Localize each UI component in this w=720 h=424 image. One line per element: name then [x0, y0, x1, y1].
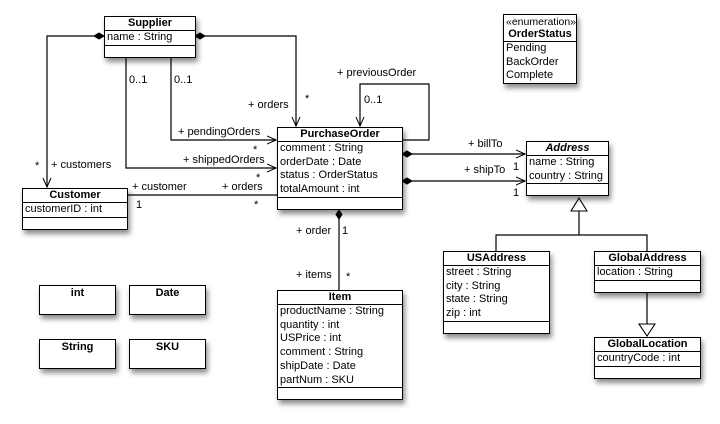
composition-diamond-icon: [335, 209, 343, 220]
role-label: + shippedOrders: [183, 154, 265, 166]
class-name: «enumeration» OrderStatus: [504, 15, 576, 42]
primitive-sku[interactable]: SKU: [129, 339, 206, 369]
class-purchase-order[interactable]: PurchaseOrder comment : String orderDate…: [277, 127, 403, 210]
class-name: USAddress: [444, 252, 549, 266]
class-address[interactable]: Address name : String country : String: [526, 141, 609, 197]
role-label: + billTo: [468, 138, 503, 150]
class-name: Supplier: [105, 17, 195, 31]
attribute: name : String: [107, 31, 173, 43]
role-label: + customers: [51, 159, 112, 171]
multiplicity-label: *: [305, 93, 310, 105]
attribute: partNum : SKU: [280, 373, 354, 386]
role-label: + previousOrder: [337, 67, 417, 79]
role-label: + order: [296, 225, 332, 237]
composition-diamond-icon: [401, 177, 413, 185]
attribute: comment : String: [280, 346, 364, 359]
attribute: zip : int: [446, 307, 481, 320]
role-label: + shipTo: [464, 164, 506, 176]
multiplicity-label: 1: [513, 187, 520, 199]
enum-order-status[interactable]: «enumeration» OrderStatus Pending BackOr…: [503, 14, 577, 85]
operations-compartment: [595, 281, 700, 292]
class-global-location[interactable]: GlobalLocation countryCode : int: [594, 337, 701, 379]
generalization-address: [495, 211, 648, 251]
attribute: comment : String: [280, 142, 364, 154]
operations-compartment: [278, 198, 402, 209]
attribute: customerID : int: [25, 203, 103, 215]
attribute: state : String: [446, 293, 508, 306]
role-label: + orders: [248, 99, 289, 111]
primitive-int[interactable]: int: [39, 285, 116, 315]
role-label: + items: [296, 269, 332, 281]
multiplicity-label: *: [256, 172, 261, 184]
enum-literal: Pending: [506, 42, 547, 54]
multiplicity-label: *: [35, 160, 40, 172]
role-label: + pendingOrders: [178, 126, 261, 138]
multiplicity-label: 0..1: [174, 74, 193, 86]
operations-compartment: [527, 184, 608, 195]
attribute: totalAmount : int: [280, 183, 360, 196]
multiplicity-label: *: [253, 144, 258, 156]
class-name: Address: [527, 142, 608, 156]
attribute: quantity : int: [280, 318, 340, 331]
generalization-triangle-icon: [570, 196, 588, 212]
assoc-previous-order: [360, 83, 430, 141]
attribute: location : String: [597, 266, 673, 278]
assoc-shipped-orders: [125, 57, 276, 168]
composition-diamond-icon: [194, 32, 206, 40]
primitive-date[interactable]: Date: [129, 285, 206, 315]
multiplicity-label: *: [346, 271, 351, 283]
class-name: Item: [278, 291, 402, 305]
role-label: + customer: [132, 181, 187, 193]
assoc-supplier-orders: [201, 35, 296, 126]
class-global-address[interactable]: GlobalAddress location : String: [594, 251, 701, 293]
multiplicity-label: 0..1: [129, 74, 148, 86]
assoc-supplier-customers: [47, 35, 98, 187]
enum-name: OrderStatus: [508, 28, 572, 40]
operations-compartment: [105, 46, 195, 57]
class-name: GlobalAddress: [595, 252, 700, 266]
attribute: status : OrderStatus: [280, 169, 378, 182]
attribute: shipDate : Date: [280, 359, 356, 372]
attribute: USPrice : int: [280, 332, 342, 345]
operations-compartment: [444, 322, 549, 333]
class-name: GlobalLocation: [595, 338, 700, 352]
class-name: Customer: [23, 189, 127, 203]
class-item[interactable]: Item productName : String quantity : int…: [277, 290, 403, 401]
multiplicity-label: 1: [342, 225, 349, 237]
enum-literal: Complete: [506, 69, 554, 82]
attribute: name : String: [529, 156, 595, 168]
operations-compartment: [595, 367, 700, 378]
attribute: countryCode : int: [597, 352, 681, 364]
multiplicity-label: *: [254, 199, 259, 211]
multiplicity-label: 1: [513, 161, 520, 173]
enum-literal: BackOrder: [506, 55, 559, 68]
primitive-string[interactable]: String: [39, 339, 116, 369]
class-name: PurchaseOrder: [278, 128, 402, 142]
attribute: productName : String: [280, 305, 384, 317]
composition-diamond-icon: [93, 32, 105, 40]
attribute: orderDate : Date: [280, 155, 362, 168]
attribute: city : String: [446, 279, 501, 292]
composition-diamond-icon: [401, 150, 413, 158]
attribute: street : String: [446, 266, 512, 278]
generalization-triangle-icon: [637, 323, 657, 337]
class-us-address[interactable]: USAddress street : String city : String …: [443, 251, 550, 334]
class-customer[interactable]: Customer customerID : int: [22, 188, 128, 230]
operations-compartment: [278, 388, 402, 399]
class-supplier[interactable]: Supplier name : String: [104, 16, 196, 58]
stereotype: «enumeration»: [506, 16, 577, 28]
operations-compartment: [23, 218, 127, 229]
attribute: country : String: [529, 169, 603, 182]
multiplicity-label: 1: [136, 199, 143, 211]
multiplicity-label: 0..1: [364, 94, 383, 106]
role-label: + orders: [222, 181, 263, 193]
assoc-pending-orders: [170, 57, 276, 140]
